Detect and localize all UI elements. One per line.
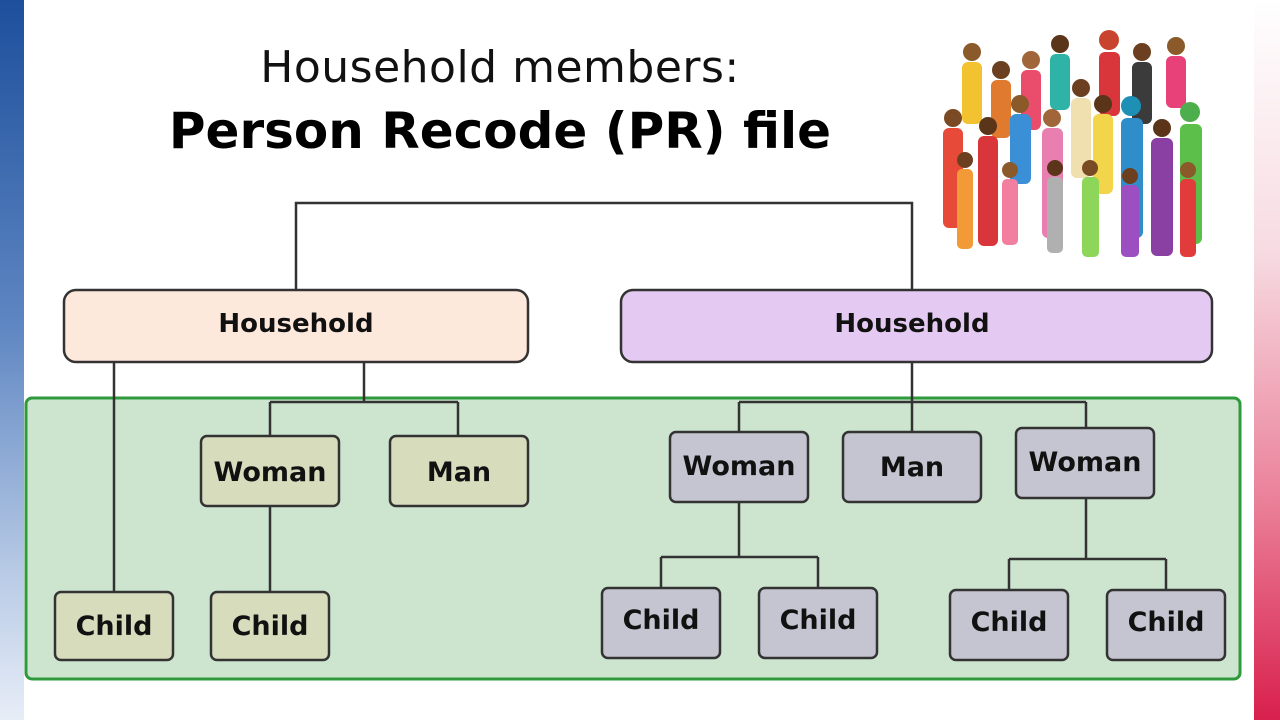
left-edge-decoration <box>0 0 24 720</box>
person-figure <box>962 43 982 124</box>
person-figure <box>1151 119 1173 256</box>
person-figure <box>978 117 998 246</box>
right-edge-decoration <box>1254 0 1280 720</box>
person-figure <box>1093 95 1113 194</box>
person-figure <box>1166 37 1186 108</box>
woman-box-right-2: Woman <box>1014 426 1156 500</box>
person-figure <box>1002 162 1018 245</box>
title-line-1: Household members: <box>260 42 740 93</box>
man-label-left: Man <box>427 457 491 488</box>
child-box-right-4: Child <box>1105 588 1227 662</box>
child-box-right-1: Child <box>600 586 722 660</box>
household-box-right: Household <box>619 288 1214 364</box>
connector-lines <box>112 201 1168 592</box>
man-box-right: Man <box>841 430 983 504</box>
child-box-left-1: Child <box>53 590 175 662</box>
child-box-right-3: Child <box>948 588 1070 662</box>
household-label-right: Household <box>834 309 989 339</box>
person-figure <box>957 152 973 249</box>
woman-label-right-1: Woman <box>683 451 796 482</box>
man-box-left: Man <box>388 434 530 508</box>
woman-box-left: Woman <box>199 434 341 508</box>
person-figure <box>1121 168 1139 257</box>
child-label-right-1: Child <box>623 605 700 636</box>
title-line-2: Person Recode (PR) file <box>168 102 832 160</box>
woman-label-right-2: Woman <box>1029 447 1142 478</box>
child-label-left-2: Child <box>232 611 309 642</box>
person-figure <box>1047 160 1063 253</box>
person-figure <box>1050 35 1070 110</box>
person-figure <box>1071 79 1091 178</box>
child-box-left-2: Child <box>209 590 331 662</box>
child-label-left-1: Child <box>76 611 153 642</box>
person-figure <box>1082 160 1099 257</box>
woman-label-left: Woman <box>214 457 327 488</box>
child-label-right-4: Child <box>1128 607 1205 638</box>
child-box-right-2: Child <box>757 586 879 660</box>
person-figure <box>1180 162 1196 257</box>
woman-box-right-1: Woman <box>668 430 810 504</box>
child-label-right-2: Child <box>780 605 857 636</box>
child-label-right-3: Child <box>971 607 1048 638</box>
household-box-left: Household <box>62 288 530 364</box>
household-label-left: Household <box>218 309 373 339</box>
crowd-of-people-illustration <box>943 30 1202 257</box>
man-label-right: Man <box>880 452 944 483</box>
